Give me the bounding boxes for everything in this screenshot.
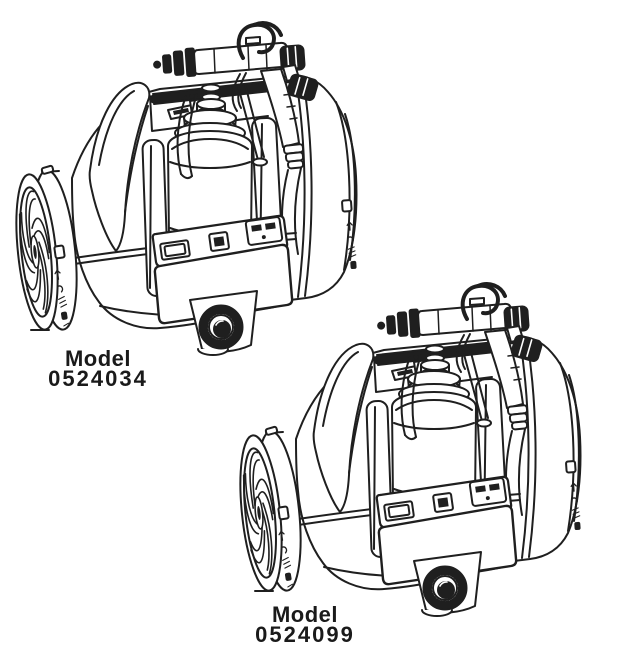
model-caption-1-number: 0524034: [48, 366, 148, 391]
sprayer-unit-illustration-1: [10, 23, 357, 355]
model-caption-2: Model 0524099: [215, 602, 395, 647]
model-caption-1-word: Model: [64, 346, 132, 371]
model-caption-2-number: 0524099: [255, 622, 355, 647]
model-caption-1: Model 0524034: [8, 346, 188, 391]
sprayer-unit-illustration-2: [234, 284, 581, 616]
model-caption-2-word: Model: [271, 602, 339, 627]
